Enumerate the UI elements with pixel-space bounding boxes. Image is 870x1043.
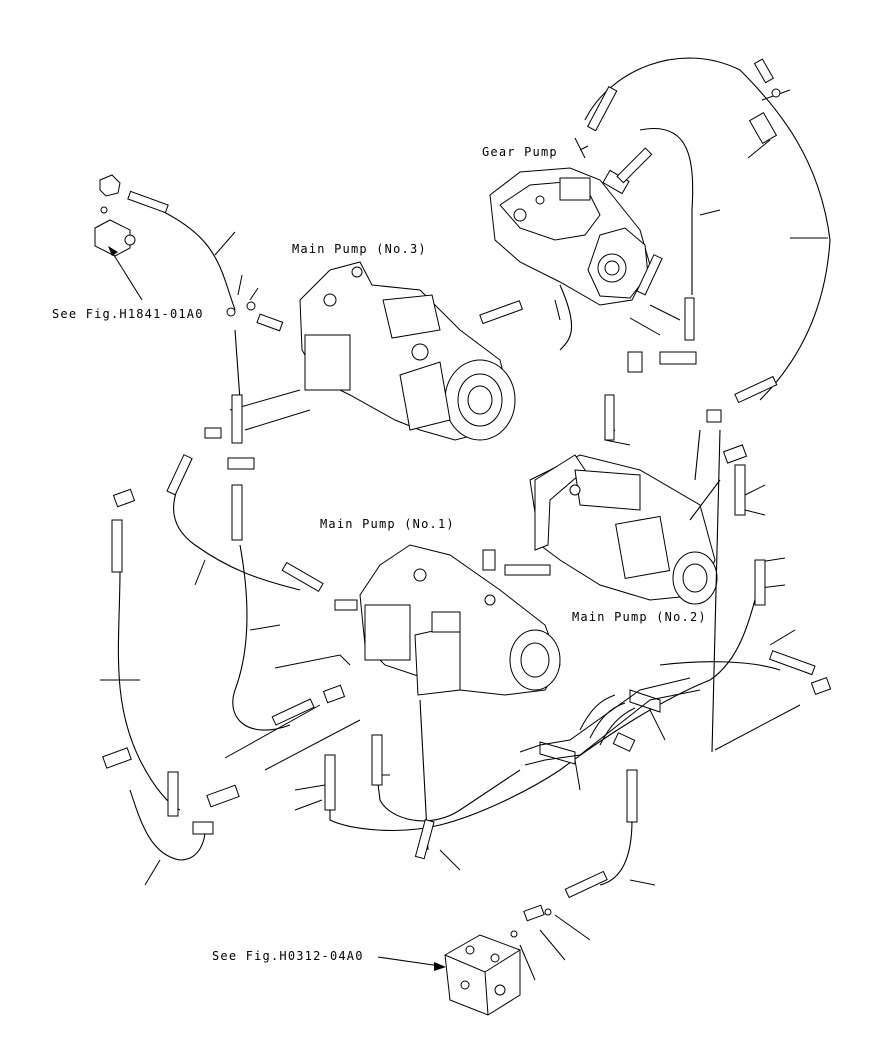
label-see-fig-top: See Fig.H1841-01A0 [52, 307, 204, 321]
label-main-pump-no3: Main Pump (No.3) [292, 242, 427, 256]
gear-pump-body [489, 137, 651, 306]
adapter-block-top-left [94, 174, 136, 257]
main-pump-no2-body [529, 454, 718, 605]
hose-clamps [519, 677, 701, 766]
leader-lines [100, 89, 828, 981]
fittings [102, 58, 832, 938]
main-pump-no3-body [299, 261, 516, 441]
label-see-fig-bottom: See Fig.H0312-04A0 [212, 949, 364, 963]
label-main-pump-no1: Main Pump (No.1) [320, 517, 455, 531]
main-pump-no1-body [359, 544, 561, 696]
label-gear-pump: Gear Pump [482, 145, 558, 159]
manifold-block [444, 934, 521, 1016]
callout-arrows [108, 246, 446, 971]
hose-lines [117, 57, 831, 886]
label-main-pump-no2: Main Pump (No.2) [572, 610, 707, 624]
